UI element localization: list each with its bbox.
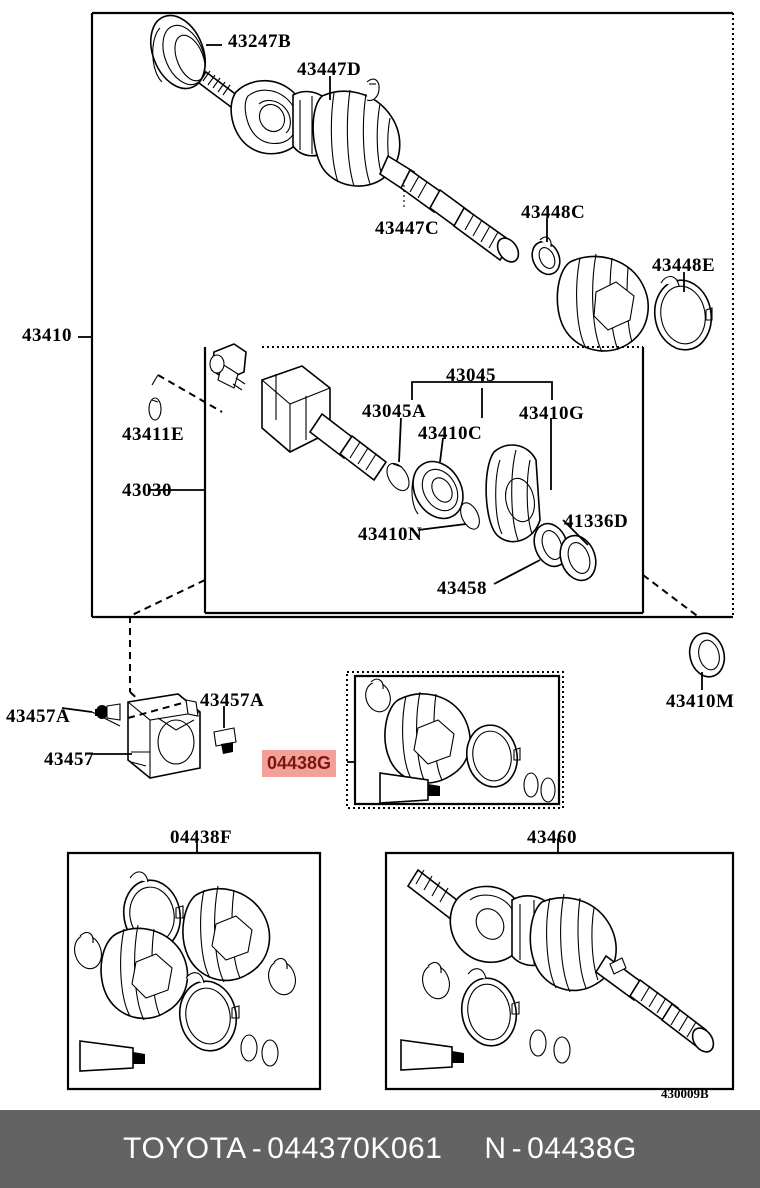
- label-04438F: 04438F: [170, 827, 233, 848]
- kit-clamp-small: [365, 678, 391, 713]
- part-43411E-snap-ring: [148, 397, 162, 421]
- kit43460-clamp-small: [422, 961, 450, 1000]
- label-43447D: 43447D: [297, 59, 362, 80]
- kit-clamp-ring: [465, 724, 521, 788]
- label-43458: 43458: [437, 578, 487, 599]
- label-43045A: 43045A: [362, 401, 427, 422]
- intermediate-shaft: [378, 154, 520, 263]
- label-04438G-highlighted: 04438G: [262, 750, 337, 777]
- label-43410M: 43410M: [666, 691, 735, 712]
- inboard-housing-cup: [485, 444, 541, 543]
- kitF-boot-lower: [100, 924, 189, 1021]
- footer-n-separator: -: [511, 1132, 523, 1165]
- main-assembly-box: [90, 11, 734, 619]
- part-43045A-ring: [386, 462, 410, 492]
- outboard-joint-assembly: [149, 14, 713, 353]
- shaft43460-shaft: [594, 954, 715, 1053]
- label-43457A-top: 43457A: [200, 690, 265, 711]
- part-43448E-clamp-ring: [653, 276, 713, 351]
- label-43247B: 43247B: [228, 31, 292, 52]
- label-43410C: 43410C: [418, 423, 483, 444]
- inboard-shaft: [308, 412, 388, 482]
- label-43457: 43457: [44, 749, 94, 770]
- kitF-clamp-ring-lower: [178, 972, 240, 1052]
- boot-clamp-small: [366, 78, 380, 102]
- footer-n-code: 04438G: [527, 1132, 637, 1165]
- label-43448E: 43448E: [652, 255, 716, 276]
- kitF-boot-upper: [182, 885, 271, 983]
- part-43045-bracket: [411, 374, 553, 418]
- label-43457A-left: 43457A: [6, 706, 71, 727]
- part-43410C-bearing: [411, 460, 464, 520]
- label-43447C: 43447C: [375, 218, 440, 239]
- kitF-clamp-2: [268, 957, 296, 996]
- bracket-bolt-left: [95, 703, 121, 721]
- part-43247B: [149, 14, 207, 90]
- part-43410N-snap-ring: [460, 502, 480, 530]
- box-04438F: [66, 838, 322, 1091]
- footer-bar: TOYOTA - 044370K061 N - 04438G: [0, 1110, 760, 1188]
- part-43410M-bearing: [688, 632, 726, 690]
- label-43410: 43410: [22, 325, 72, 346]
- kit43460-grease-tube: [400, 1039, 464, 1071]
- kitF-grease-tube: [79, 1040, 145, 1072]
- box-04438G: [346, 671, 564, 809]
- joint-fitting: [209, 343, 247, 391]
- part-43448C-clamp: [531, 236, 561, 276]
- kit43460-snap-rings: [529, 1029, 571, 1064]
- bracket-bolt-right: [213, 706, 237, 754]
- label-43448C: 43448C: [521, 202, 586, 223]
- label-43410N: 43410N: [358, 524, 423, 545]
- footer-brand: TOYOTA: [123, 1132, 247, 1165]
- label-43411E: 43411E: [122, 424, 185, 445]
- part-41336D-seal: [559, 534, 597, 582]
- footer-part-number: 044370K061: [267, 1132, 443, 1165]
- part-43457-bracket-group: [61, 693, 237, 779]
- kit-boot: [384, 691, 471, 785]
- label-43030: 43030: [122, 480, 172, 501]
- kit-snap-rings: [523, 772, 556, 803]
- label-43045: 43045: [446, 365, 496, 386]
- footer-separator: -: [251, 1132, 263, 1165]
- inboard-joint-box: [203, 346, 645, 615]
- label-41336D: 41336D: [564, 511, 629, 532]
- box-43460: [384, 838, 735, 1091]
- shaft43460-boot: [529, 893, 617, 993]
- label-43410G: 43410G: [519, 403, 585, 424]
- footer-n-prefix: N: [484, 1132, 507, 1165]
- bracket-body: [127, 693, 201, 779]
- inboard-joint-assembly: [148, 343, 597, 585]
- kitF-snap-rings: [240, 1034, 279, 1067]
- kit-grease-tube: [379, 772, 440, 804]
- footer-part-identifier: TOYOTA - 044370K061 N - 04438G: [123, 1132, 637, 1166]
- kit43460-clamp-ring: [460, 968, 520, 1047]
- kitF-clamp-1: [74, 931, 102, 970]
- diagram-code: 430009B: [661, 1086, 709, 1101]
- part-43448E-boot: [556, 253, 649, 353]
- label-43460: 43460: [527, 827, 577, 848]
